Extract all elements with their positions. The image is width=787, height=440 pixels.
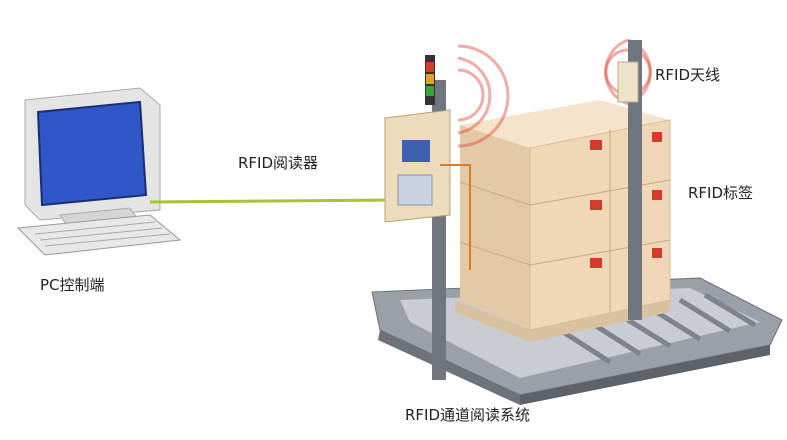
label-pc-controller: PC控制端: [40, 276, 105, 294]
reader-cable: [149, 198, 393, 204]
label-rfid-antenna: RFID天线: [655, 66, 720, 84]
pc-computer-icon: [16, 87, 182, 256]
antenna-panel: [617, 61, 639, 103]
label-rfid-tag: RFID标签: [688, 184, 753, 202]
antenna-pole-right: [628, 40, 642, 320]
label-rfid-reader: RFID阅读器: [238, 154, 318, 172]
signal-light-icon: [425, 55, 435, 105]
rfid-reader-icon: [384, 109, 471, 270]
label-rfid-channel-system: RFID通道阅读系统: [405, 406, 530, 424]
rfid-tag-icons: [590, 132, 662, 268]
